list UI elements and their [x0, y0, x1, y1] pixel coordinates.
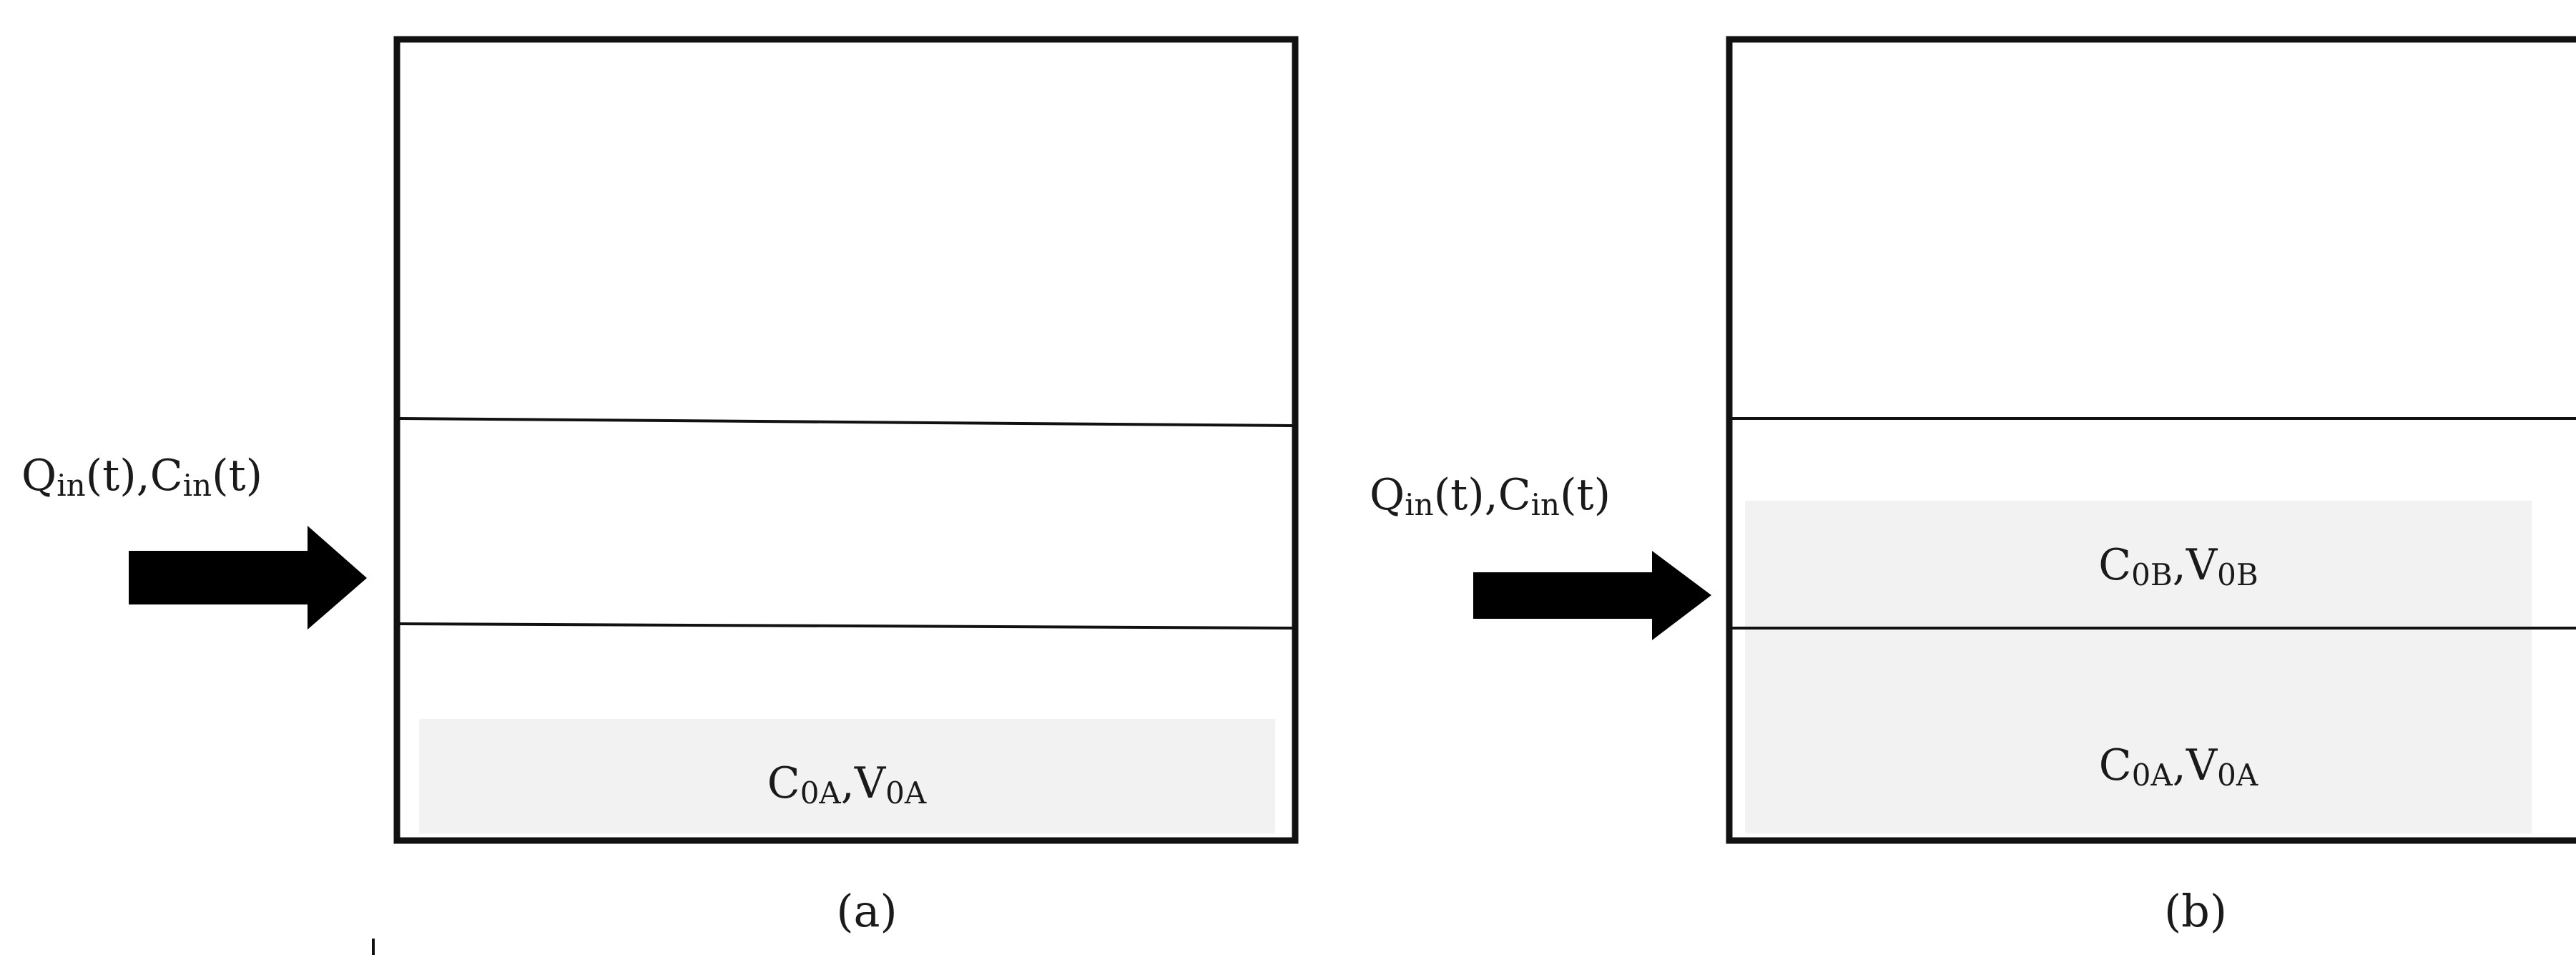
- panel-b-q-main: Q: [1370, 470, 1405, 520]
- panel-b-q-sub: in: [1405, 487, 1433, 522]
- panel-b-layer-0a: [1745, 628, 2532, 833]
- panel-b-caption: (b): [2164, 885, 2227, 937]
- panel-b-l0-c-sub: 0B: [2131, 557, 2173, 592]
- panel-b-inflow-arrow: [1473, 551, 1711, 640]
- panel-b-q-tail: (t),: [1434, 470, 1498, 520]
- panel-a-l0-c-main: C: [767, 758, 800, 808]
- panel-b-layer-0b: [1745, 501, 2532, 628]
- panel-a-c-main: C: [150, 451, 183, 501]
- panel-a-c-sub: in: [183, 468, 212, 503]
- panel-b-l1-c-sub: 0A: [2132, 758, 2173, 793]
- panel-a-layer-0a: [419, 719, 1275, 833]
- panel-a-divider-upper: [399, 417, 1293, 427]
- panel-a-inflow-label: Qin(t),Cin(t): [21, 451, 262, 503]
- panel-b-l0-v-main: V: [2186, 540, 2218, 590]
- panel-b-l1-v-main: V: [2186, 740, 2218, 790]
- panel-b-c-tail: (t): [1560, 470, 1611, 520]
- panel-b-l1-v-sub: 0A: [2217, 758, 2258, 793]
- panel-a-l0-v-main: V: [854, 758, 887, 808]
- panel-b-l0-v-sub: 0B: [2217, 557, 2258, 592]
- panel-b: Qin(t),Cin(t) C0B,V0B C0A,V0A (b): [1370, 36, 2576, 937]
- panel-b-c-main: C: [1498, 470, 1531, 520]
- panel-a-l0-c-sub: 0A: [800, 775, 842, 810]
- panel-b-layer-0a-label: C0A,V0A: [2099, 740, 2258, 793]
- panel-a-q-main: Q: [21, 451, 56, 501]
- panel-a-inflow-arrow: [129, 526, 367, 630]
- panel-a-q-sub: in: [56, 468, 85, 503]
- panel-b-l1-c-main: C: [2099, 740, 2132, 790]
- panel-a-divider-lower: [399, 622, 1293, 630]
- panel-a-l0-sep: ,: [841, 758, 855, 808]
- panel-b-tank-outline: [1726, 36, 2576, 844]
- panel-b-inflow-label: Qin(t),Cin(t): [1370, 470, 1611, 522]
- panel-b-l0-sep: ,: [2173, 540, 2186, 590]
- panel-b-c-sub: in: [1531, 487, 1560, 522]
- panel-a: Qin(t),Cin(t) C0A,V0A (a): [21, 36, 1299, 937]
- panel-b-layer-0b-label: C0B,V0B: [2098, 540, 2258, 592]
- panel-a-q-tail: (t),: [86, 451, 150, 501]
- panel-a-caption: (a): [836, 885, 897, 937]
- panel-a-layer-0a-label: C0A,V0A: [767, 758, 927, 810]
- panel-a-tank-outline: [393, 36, 1299, 844]
- panel-b-l1-sep: ,: [2173, 740, 2186, 790]
- panel-a-c-tail: (t): [212, 451, 262, 501]
- panel-b-l0-c-main: C: [2098, 540, 2131, 590]
- panel-a-l0-v-sub: 0A: [885, 775, 927, 810]
